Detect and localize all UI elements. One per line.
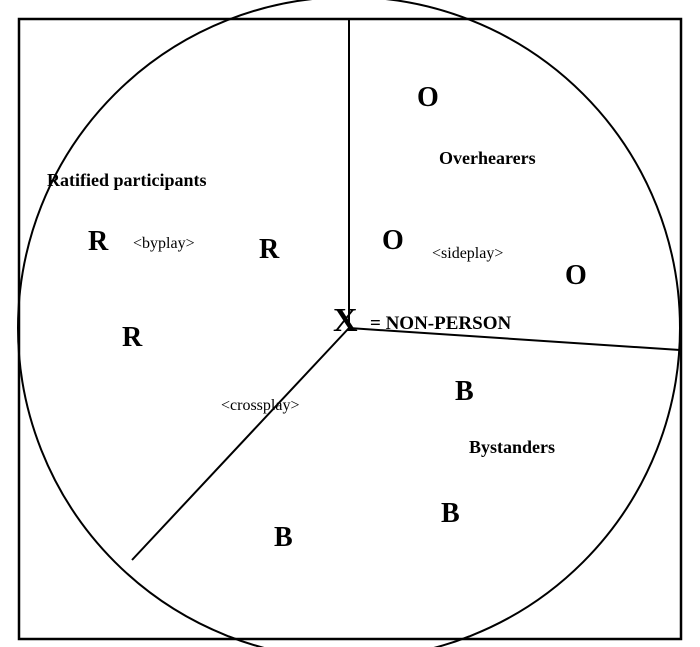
bystanders-label: Bystanders xyxy=(469,437,555,457)
ratified-participants-label: Ratified participants xyxy=(47,170,207,190)
bystander-letter: B xyxy=(274,522,293,553)
divider-right xyxy=(348,327,681,351)
divider-lower-left xyxy=(131,327,350,561)
ratified-letter: R xyxy=(88,226,109,257)
sideplay-label: <sideplay> xyxy=(432,245,503,262)
non-person-label: = NON-PERSON xyxy=(370,313,511,334)
overhearers-label: Overhearers xyxy=(439,148,536,168)
participation-circle xyxy=(17,0,681,647)
overhearer-letter: O xyxy=(382,225,404,256)
center-x-symbol: X xyxy=(333,302,358,339)
ratified-letter: R xyxy=(259,234,280,265)
bystander-letter: B xyxy=(455,376,474,407)
overhearer-letter: O xyxy=(565,260,587,291)
ratified-letter: R xyxy=(122,322,143,353)
crossplay-label: <crossplay> xyxy=(221,397,299,414)
byplay-label: <byplay> xyxy=(133,235,195,252)
bystander-letter: B xyxy=(441,498,460,529)
overhearer-letter: O xyxy=(417,82,439,113)
